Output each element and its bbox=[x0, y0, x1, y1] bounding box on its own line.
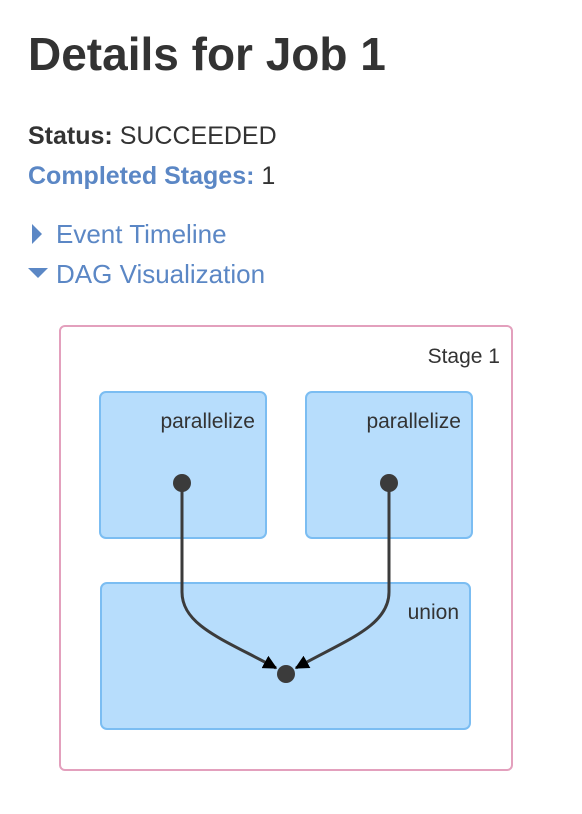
stage-box bbox=[59, 325, 513, 771]
dag-edge bbox=[180, 483, 278, 670]
dag-edge bbox=[294, 483, 391, 670]
node-dot bbox=[277, 665, 295, 683]
rdd-node-parallelize-1[interactable]: parallelize bbox=[99, 391, 267, 539]
node-box bbox=[305, 391, 473, 539]
event-timeline-label: Event Timeline bbox=[56, 218, 227, 249]
page-title: Details for Job 1 bbox=[28, 28, 386, 80]
node-label: parallelize bbox=[160, 410, 255, 433]
dag-visualization-label: DAG Visualization bbox=[56, 258, 266, 289]
rdd-node-union[interactable]: union bbox=[100, 582, 471, 730]
rdd-node-parallelize-2[interactable]: parallelize bbox=[305, 391, 473, 539]
node-dot bbox=[173, 474, 191, 492]
caret-down-icon bbox=[28, 264, 56, 284]
completed-stages-link[interactable]: Completed Stages: bbox=[28, 162, 255, 190]
job-summary: Status: SUCCEEDED Completed Stages: 1 bbox=[28, 116, 277, 196]
visualization-toggles: Event Timeline DAG Visualization bbox=[28, 214, 265, 294]
completed-stages-row: Completed Stages: 1 bbox=[28, 156, 277, 196]
event-timeline-toggle[interactable]: Event Timeline bbox=[28, 214, 265, 254]
stage-label: Stage 1 bbox=[428, 345, 500, 368]
node-label: parallelize bbox=[366, 410, 461, 433]
node-box bbox=[99, 391, 267, 539]
stage-cluster[interactable]: Stage 1 bbox=[59, 325, 513, 771]
status-label: Status: bbox=[28, 122, 113, 150]
node-label: union bbox=[408, 601, 459, 624]
status-value: SUCCEEDED bbox=[119, 122, 277, 150]
completed-stages-value: 1 bbox=[261, 162, 276, 190]
status-row: Status: SUCCEEDED bbox=[28, 116, 277, 156]
caret-right-icon bbox=[28, 224, 56, 244]
node-dot bbox=[380, 474, 398, 492]
dag-visualization-toggle[interactable]: DAG Visualization bbox=[28, 254, 265, 294]
node-box bbox=[100, 582, 471, 730]
